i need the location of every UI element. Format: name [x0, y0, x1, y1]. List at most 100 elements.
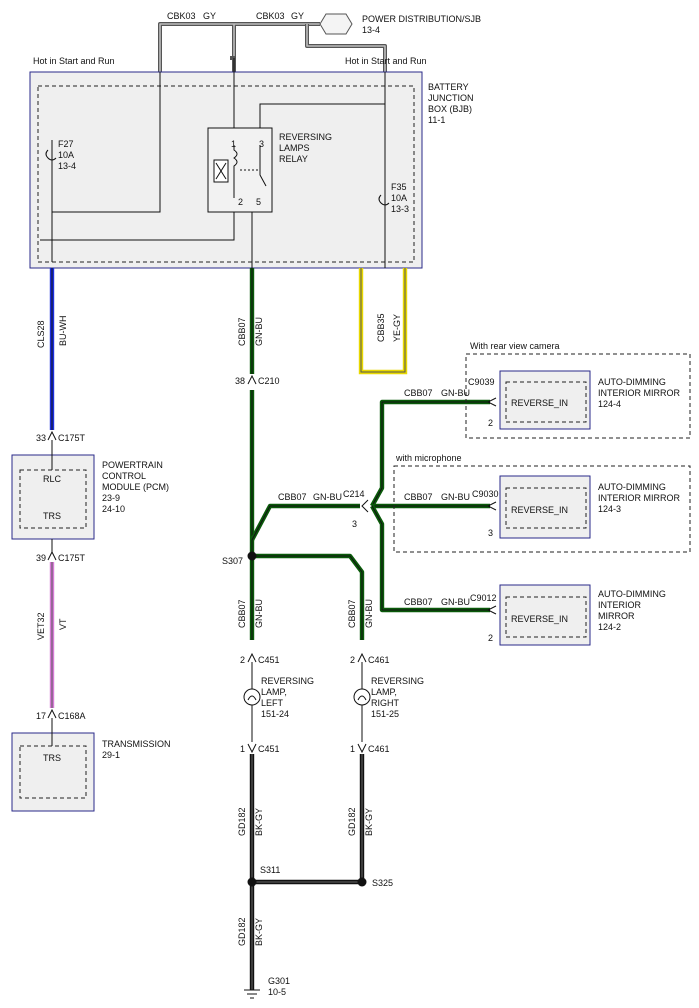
ground-name: G301	[268, 976, 290, 986]
pcm-pin-trs: TRS	[43, 511, 61, 521]
splice-s307: S307	[222, 556, 243, 566]
mirror2-pin: 3	[488, 528, 493, 538]
mirror2-connector: C9030	[472, 489, 499, 499]
relay-name-3: RELAY	[279, 154, 308, 164]
fuse-left-icon	[45, 149, 57, 161]
pin-c451-top: 2	[240, 655, 245, 665]
wire-label-cbb07-right: CBB07	[347, 599, 357, 628]
fuse-right-icon	[378, 194, 390, 206]
relay-ground-line	[40, 212, 235, 241]
splice-s311: S311	[260, 865, 280, 875]
mirror3-name-4: 124-2	[598, 622, 621, 632]
lamp-left-2: LAMP,	[261, 687, 287, 697]
wire-label-cls28: CLS28	[36, 320, 46, 348]
wire-label-vet32: VET32	[36, 612, 46, 640]
mirror1-pin: 2	[488, 418, 493, 428]
bjb-name-2: JUNCTION	[428, 93, 474, 103]
lamp-right-2: LAMP,	[371, 687, 397, 697]
wire-label-cbb07-left: CBB07	[237, 599, 247, 628]
relay-name-2: LAMPS	[279, 143, 310, 153]
connector-c461-top-icon	[357, 652, 367, 663]
wire-color-gy-b: GY	[291, 11, 304, 21]
connector-c451-top-icon	[247, 652, 257, 663]
mirror1-signal: REVERSE_IN	[511, 398, 568, 408]
mirror1-connector: C9039	[468, 377, 495, 387]
wire-color-cbb07-right: GN-BU	[364, 599, 374, 628]
wire-color-cls28: BU-WH	[58, 316, 68, 347]
connector-c451-bot-icon	[247, 743, 257, 754]
relay-switch-icon	[259, 145, 267, 187]
pcm-name-1: POWERTRAIN	[102, 460, 163, 470]
connector-c175t-top-icon	[47, 430, 57, 441]
bjb-name-3: BOX (BJB)	[428, 104, 472, 114]
mirror3-wire: CBB07	[404, 597, 433, 607]
pcm-pin-rlc: RLC	[43, 474, 62, 484]
connector-arrow-icon	[319, 13, 353, 35]
connector-c461-bot-icon	[357, 743, 367, 754]
transmission-box	[11, 732, 95, 812]
mirror3-wire-color: GN-BU	[441, 597, 470, 607]
pin-c175t-bot: 39	[36, 553, 46, 563]
mirror1-connector-icon	[486, 397, 497, 407]
hot-label-left: Hot in Start and Run	[33, 56, 115, 66]
mirror2-name-1: AUTO-DIMMING	[598, 482, 666, 492]
pcm-name-3: MODULE (PCM)	[102, 482, 169, 492]
lamp-left-4: 151-24	[261, 709, 289, 719]
connector-c210-icon	[247, 374, 257, 385]
lamp-left-icon	[243, 688, 261, 706]
mirror2-name-3: 124-3	[598, 504, 621, 514]
wire-color-cbb07-left: GN-BU	[254, 599, 264, 628]
connector-c451-bot: C451	[258, 744, 280, 754]
connector-c175t-bot-icon	[47, 550, 57, 561]
splice-s307-dot	[247, 551, 257, 561]
wire-color-cbb35: YE-GY	[392, 314, 402, 342]
connector-c461-bot: C461	[368, 744, 390, 754]
relay-pin-5: 5	[256, 197, 261, 207]
dest-name: POWER DISTRIBUTION/SJB	[362, 14, 481, 24]
transmission-inner-dash	[19, 745, 87, 799]
bjb-inner-dash	[37, 85, 415, 263]
splice-s325-dot	[357, 877, 367, 887]
pin-c210: 38	[235, 376, 245, 386]
connector-c168a-icon	[47, 708, 57, 719]
wire-label-cbk03-b: CBK03	[256, 11, 285, 21]
mirror3-connector: C9012	[470, 593, 497, 603]
wire-color-cbb07-a: GN-BU	[254, 317, 264, 346]
wire-label-gd182-bot: GD182	[237, 917, 247, 946]
wire-color-cbb07-mid: GN-BU	[313, 492, 342, 502]
pcm-name-2: CONTROL	[102, 471, 146, 481]
connector-c210: C210	[258, 376, 280, 386]
ground-icon	[244, 989, 260, 999]
connector-c175t-bot: C175T	[58, 553, 86, 563]
mirror1-name-1: AUTO-DIMMING	[598, 377, 666, 387]
wire-label-cbb07-mid: CBB07	[278, 492, 307, 502]
pcm-inner-dash	[19, 469, 87, 529]
mirror3-box	[499, 584, 591, 646]
relay-pin-1: 1	[231, 139, 236, 149]
option-label-rear-camera: With rear view camera	[470, 341, 560, 351]
mirror2-signal: REVERSE_IN	[511, 505, 568, 515]
mirror3-connector-icon	[486, 605, 497, 615]
pcm-ref-1: 23-9	[102, 493, 120, 503]
mirror2-name-2: INTERIOR MIRROR	[598, 493, 680, 503]
pin-c451-bot: 1	[240, 744, 245, 754]
lamp-right-4: 151-25	[371, 709, 399, 719]
connector-c451-top: C451	[258, 655, 280, 665]
relay-supply	[233, 58, 385, 128]
mirror3-name-1: AUTO-DIMMING	[598, 589, 666, 599]
lamp-right-3: RIGHT	[371, 698, 400, 708]
option-box-microphone	[393, 465, 691, 553]
transmission-name: TRANSMISSION	[102, 739, 171, 749]
mirror1-box	[499, 370, 591, 430]
splice-s311-dot	[247, 877, 257, 887]
mirror2-connector-icon	[486, 501, 497, 511]
connector-c214: C214	[343, 489, 365, 499]
mirror3-name-3: MIRROR	[598, 611, 635, 621]
option-label-microphone: with microphone	[395, 453, 462, 463]
lamp-right-filament	[357, 695, 367, 701]
mirror2-wire: CBB07	[404, 492, 433, 502]
mirror1-name-2: INTERIOR MIRROR	[598, 388, 680, 398]
fuse-left-id: F27	[58, 139, 74, 149]
